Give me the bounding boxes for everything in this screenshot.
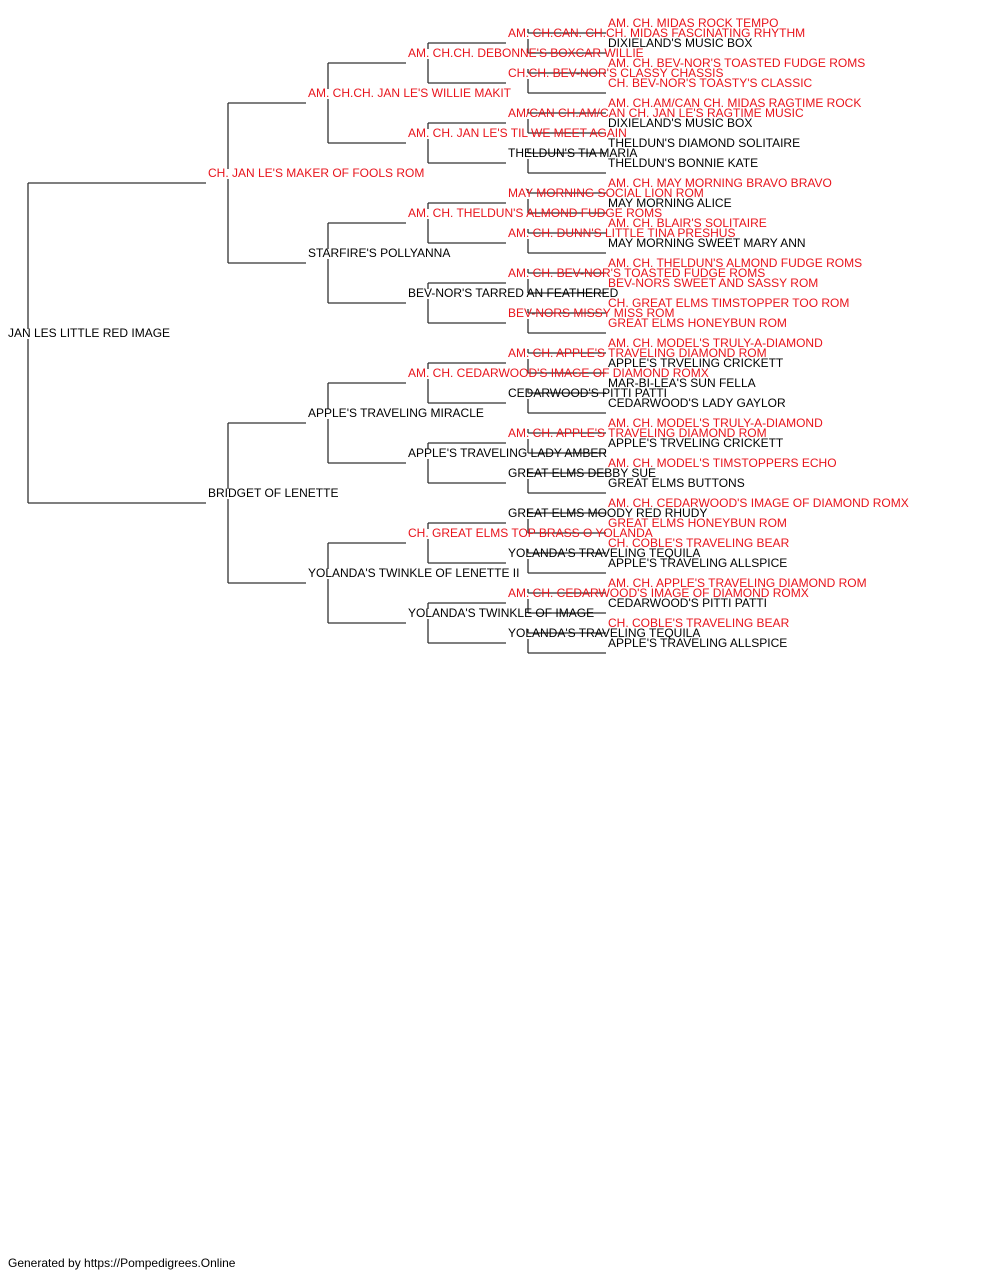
- ancestor-name: AM. CH. MAY MORNING BRAVO BRAVO: [608, 176, 832, 190]
- ancestor-name: AM. CH. APPLE'S TRAVELING DIAMOND ROM: [508, 346, 767, 360]
- ancestor-name: GREAT ELMS MOODY RED RHUDY: [508, 506, 707, 520]
- ancestor-name: THELDUN'S DIAMOND SOLITAIRE: [608, 136, 800, 150]
- subject-name: JAN LES LITTLE RED IMAGE: [8, 326, 170, 340]
- ancestor-name: AM. CH. CEDARWOOD'S IMAGE OF DIAMOND ROM…: [408, 366, 709, 380]
- ancestor-name: CH. COBLE'S TRAVELING BEAR: [608, 616, 790, 630]
- ancestor-name: AM. CH. APPLE'S TRAVELING DIAMOND ROM: [508, 426, 767, 440]
- ancestor-name: AM. CH. JAN LE'S TIL WE MEET AGAIN: [408, 126, 627, 140]
- ancestor-name: AM. CH. MODEL'S TIMSTOPPERS ECHO: [608, 456, 837, 470]
- ancestor-name: MAY MORNING SOCIAL LION ROM: [508, 186, 704, 200]
- ancestor-name: APPLE'S TRAVELING LADY AMBER: [408, 446, 607, 460]
- ancestor-name: AM. CH. DUNN'S LITTLE TINA PRESHUS: [508, 226, 735, 240]
- ancestor-name: CEDARWOOD'S PITTI PATTI: [608, 596, 767, 610]
- ancestor-name: DIXIELAND'S MUSIC BOX: [608, 116, 752, 130]
- ancestor-name: AM. CH. MIDAS ROCK TEMPO: [608, 16, 778, 30]
- ancestor-name: AM. CH. APPLE'S TRAVELING DIAMOND ROM: [608, 576, 867, 590]
- ancestor-name: MAY MORNING ALICE: [608, 196, 732, 210]
- ancestor-name: DIXIELAND'S MUSIC BOX: [608, 36, 752, 50]
- ancestor-name: CH. JAN LE'S MAKER OF FOOLS ROM: [208, 166, 424, 180]
- ancestor-name: YOLANDA'S TWINKLE OF IMAGE: [408, 606, 594, 620]
- ancestor-name: YOLANDA'S TWINKLE OF LENETTE II: [308, 566, 519, 580]
- ancestor-name: AM. CH.CAN. CH.CH. MIDAS FASCINATING RHY…: [508, 26, 805, 40]
- ancestor-name: AM. CH. BLAIR'S SOLITAIRE: [608, 216, 767, 230]
- ancestor-name: CEDARWOOD'S LADY GAYLOR: [608, 396, 786, 410]
- ancestor-name: STARFIRE'S POLLYANNA: [308, 246, 450, 260]
- ancestor-name: BRIDGET OF LENETTE: [208, 486, 338, 500]
- ancestor-name: CH. GREAT ELMS TOP BRASS O YOLANDA: [408, 526, 653, 540]
- ancestor-name: AM. CH. MODEL'S TRULY-A-DIAMOND: [608, 336, 823, 350]
- ancestor-name: AM/CAN CH.AM/CAN CH. JAN LE'S RAGTIME MU…: [508, 106, 804, 120]
- ancestor-name: CH. GREAT ELMS TIMSTOPPER TOO ROM: [608, 296, 849, 310]
- ancestor-name: APPLE'S TRAVELING ALLSPICE: [608, 556, 787, 570]
- ancestor-name: GREAT ELMS HONEYBUN ROM: [608, 516, 787, 530]
- ancestor-name: GREAT ELMS BUTTONS: [608, 476, 745, 490]
- ancestor-name: THELDUN'S TIA MARIA: [508, 146, 637, 160]
- ancestor-name: GREAT ELMS DEBBY SUE: [508, 466, 656, 480]
- ancestor-name: BEV-NORS SWEET AND SASSY ROM: [608, 276, 818, 290]
- ancestor-name: CEDARWOOD'S PITTI PATTI: [508, 386, 667, 400]
- ancestor-name: AM. CH. MODEL'S TRULY-A-DIAMOND: [608, 416, 823, 430]
- ancestor-name: AM. CH. CEDARWOOD'S IMAGE OF DIAMOND ROM…: [508, 586, 809, 600]
- ancestor-name: YOLANDA'S TRAVELING TEQUILA: [508, 626, 700, 640]
- ancestor-name: BEV-NORS MISSY MISS ROM: [508, 306, 674, 320]
- ancestor-name: AM. CH. CEDARWOOD'S IMAGE OF DIAMOND ROM…: [608, 496, 909, 510]
- ancestor-name: MAY MORNING SWEET MARY ANN: [608, 236, 806, 250]
- ancestor-name: MAR-BI-LEA'S SUN FELLA: [608, 376, 756, 390]
- ancestor-name: CH. COBLE'S TRAVELING BEAR: [608, 536, 790, 550]
- ancestor-name: AM. CH. THELDUN'S ALMOND FUDGE ROMS: [408, 206, 662, 220]
- ancestor-name: APPLE'S TRVELING CRICKETT: [608, 436, 784, 450]
- ancestor-name: AM. CH. THELDUN'S ALMOND FUDGE ROMS: [608, 256, 862, 270]
- ancestor-name: CH. BEV-NOR'S TOASTY'S CLASSIC: [608, 76, 813, 90]
- ancestor-name: AM. CH. BEV-NOR'S TOASTED FUDGE ROMS: [508, 266, 765, 280]
- ancestor-name: APPLE'S TRVELING CRICKETT: [608, 356, 784, 370]
- ancestor-name: AM. CH.AM/CAN CH. MIDAS RAGTIME ROCK: [608, 96, 861, 110]
- ancestor-name: AM. CH. BEV-NOR'S TOASTED FUDGE ROMS: [608, 56, 865, 70]
- ancestor-name: YOLANDA'S TRAVELING TEQUILA: [508, 546, 700, 560]
- ancestor-name: GREAT ELMS HONEYBUN ROM: [608, 316, 787, 330]
- ancestor-name: BEV-NOR'S TARRED AN FEATHERED: [408, 286, 619, 300]
- ancestor-name: CH.CH. BEV-NOR'S CLASSY CHASSIS: [508, 66, 723, 80]
- ancestor-name: AM. CH.CH. JAN LE'S WILLIE MAKIT: [308, 86, 512, 100]
- ancestor-name: AM. CH.CH. DEBONNE'S BOXCAR WILLIE: [408, 46, 644, 60]
- ancestor-name: APPLE'S TRAVELING ALLSPICE: [608, 636, 787, 650]
- ancestor-name: APPLE'S TRAVELING MIRACLE: [308, 406, 484, 420]
- ancestor-name: THELDUN'S BONNIE KATE: [608, 156, 758, 170]
- footer-credit: Generated by https://Pompedigrees.Online: [8, 1256, 236, 1270]
